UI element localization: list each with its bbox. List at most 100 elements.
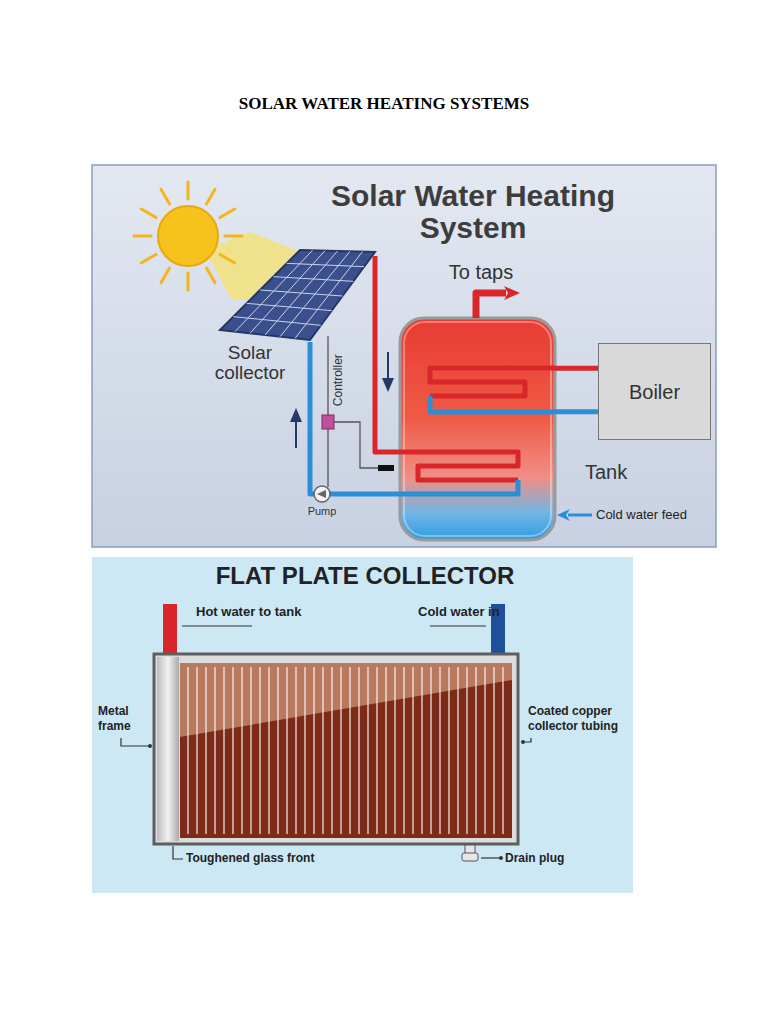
- collector-tube: [340, 667, 342, 834]
- sun-ray: [161, 189, 170, 204]
- part-label: Pump: [300, 505, 344, 518]
- collector-tube: [502, 667, 504, 834]
- controller-box: [322, 415, 334, 429]
- collector-tube: [430, 667, 432, 834]
- part-label: Cold water in: [418, 604, 528, 620]
- collector-tube: [493, 667, 495, 834]
- flow-arrowhead: [290, 408, 302, 422]
- part-label: Toughened glass front: [186, 851, 386, 865]
- glass-front: [157, 657, 179, 841]
- metal-frame: [154, 654, 518, 844]
- sun-ray: [207, 268, 216, 283]
- collector-tube: [232, 667, 234, 834]
- collector-tubes: [188, 667, 503, 834]
- drain-plug: [462, 853, 478, 861]
- part-label: Drain plug: [505, 851, 605, 865]
- inlet-label: Cold water feed: [596, 507, 714, 523]
- collector-tube: [466, 667, 468, 834]
- figure-ground: [92, 557, 633, 893]
- part-label: Hot water to tank: [196, 604, 346, 620]
- collector-tube: [439, 667, 441, 834]
- collector-tube: [412, 667, 414, 834]
- collector-tube: [367, 667, 369, 834]
- sun-ray: [134, 235, 151, 238]
- part-label: Coated copper collector tubing: [528, 704, 628, 734]
- boiler-coil-hot: [430, 368, 555, 396]
- collector-tube: [205, 667, 207, 834]
- collector-tube: [259, 667, 261, 834]
- cold-pipe: [310, 342, 518, 494]
- flow-arrowhead: [382, 378, 394, 392]
- collector-tube: [196, 667, 198, 834]
- pump-mark: [317, 490, 326, 498]
- collector-tube: [286, 667, 288, 834]
- collector-tube: [187, 667, 189, 834]
- collector-tube: [448, 667, 450, 834]
- sun-ray: [141, 255, 156, 264]
- collector-plate-shade: [180, 680, 512, 838]
- collector-plate: [180, 663, 512, 838]
- panel-cell-line: [233, 317, 321, 326]
- sun-ray: [225, 235, 242, 238]
- cold-feed-line: [568, 514, 592, 517]
- leader-dots: [148, 740, 525, 860]
- collector-tube: [322, 667, 324, 834]
- tank-label: Tank: [585, 461, 627, 484]
- collector-tube: [295, 667, 297, 834]
- pipe-connector: [555, 409, 598, 414]
- boiler-coil-return: [430, 396, 555, 412]
- flow-arrow: [295, 420, 297, 448]
- collector-tube: [475, 667, 477, 834]
- sun-ray: [187, 182, 190, 199]
- figure-title: Solar Water Heating System: [278, 180, 668, 243]
- collector-tube: [223, 667, 225, 834]
- tank-rim: [404, 322, 551, 536]
- collector-tube: [241, 667, 243, 834]
- panel-grid: [233, 250, 364, 338]
- figure-ground: [92, 165, 716, 547]
- tap-arrowhead: [504, 286, 520, 300]
- sun-ray: [161, 268, 170, 283]
- collector-tube: [358, 667, 360, 834]
- sun-ray: [220, 255, 235, 264]
- control-wire: [328, 336, 378, 487]
- temperature-sensor: [378, 465, 394, 471]
- tap-pipe: [476, 293, 506, 318]
- sun-rays: [134, 182, 242, 290]
- collector-tube: [421, 667, 423, 834]
- panel-cell-line: [265, 251, 338, 335]
- collector-tube: [214, 667, 216, 834]
- cold-feed-arrowhead: [557, 509, 570, 521]
- collector-tube: [394, 667, 396, 834]
- collector-tube: [457, 667, 459, 834]
- collector-tube: [268, 667, 270, 834]
- panel-cell-line: [280, 251, 350, 336]
- part-label: Metal frame: [98, 704, 150, 734]
- sun: [158, 206, 218, 266]
- sun-ray: [141, 209, 156, 218]
- collector-tube: [376, 667, 378, 834]
- flow-arrow: [387, 352, 389, 380]
- figure-title: FLAT PLATE COLLECTOR: [150, 562, 580, 591]
- collector-tube: [250, 667, 252, 834]
- pipe-connector: [555, 366, 598, 371]
- collector-tube: [385, 667, 387, 834]
- part-label: Solar collector: [190, 343, 310, 383]
- collector-tube: [331, 667, 333, 834]
- solar-panel: [220, 250, 375, 340]
- box-label: Boiler: [599, 380, 710, 403]
- collector-tube: [277, 667, 279, 834]
- collector-tube: [304, 667, 306, 834]
- sun-ray: [207, 189, 216, 204]
- collector-tube: [313, 667, 315, 834]
- hot-outlet-pipe: [163, 604, 177, 656]
- tank-node: Tank: [400, 318, 555, 540]
- collector-tube: [403, 667, 405, 834]
- sun-ray: [220, 209, 235, 218]
- outlet-label: To taps: [436, 260, 526, 284]
- sun-ray: [187, 273, 190, 290]
- boiler-box: Boiler: [598, 343, 711, 440]
- pump-symbol: [314, 486, 330, 502]
- panel-cell-line: [295, 252, 363, 339]
- collector-tube: [484, 667, 486, 834]
